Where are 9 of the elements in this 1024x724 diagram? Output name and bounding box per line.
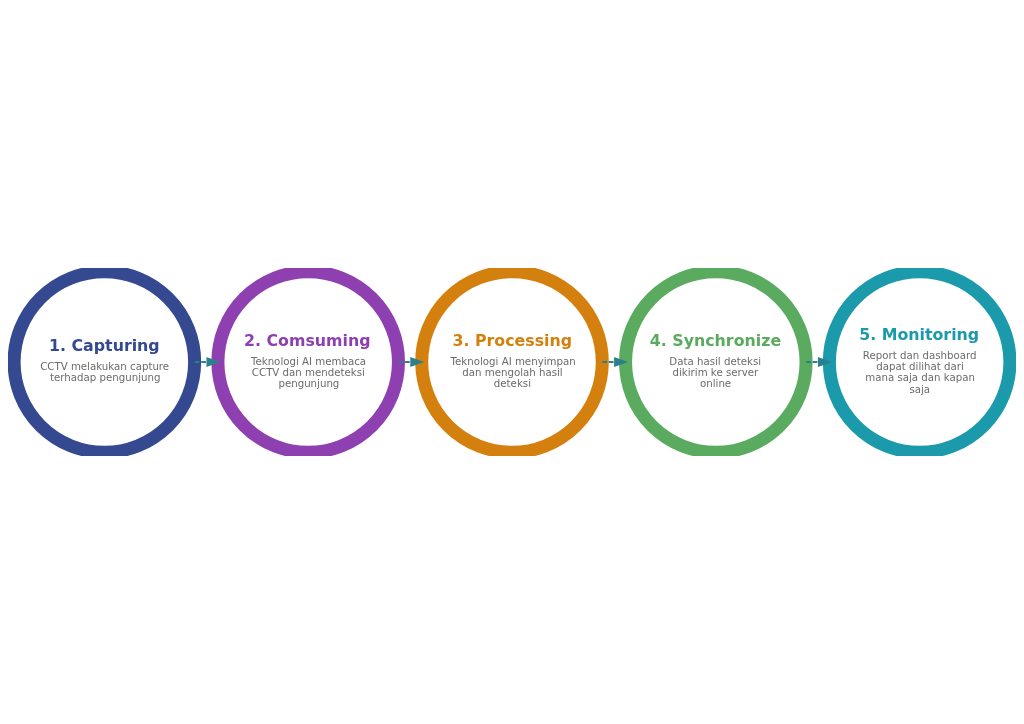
node-circle: 3. Processing Teknologi AI menyimpan dan mengolah hasil deteksi (415, 268, 609, 456)
node-circle: 5. Monitoring Report dan dashboard dapat dilihat dari mana saja dan kapan saja (822, 268, 1016, 456)
arrow (805, 357, 832, 367)
arrow (193, 357, 221, 367)
node-circle: 4. Synchronize Data hasil deteksi dikirim ke server online (619, 268, 813, 456)
node-circle: 2. Comsuming Teknologi AI membaca CCTV dan mendeteksi pengunjung (211, 268, 405, 456)
arrow (397, 357, 425, 367)
node-circle: 1. Capturing CCTV melakukan capture terhadap pengunjung (8, 268, 202, 456)
arrow (601, 357, 629, 367)
